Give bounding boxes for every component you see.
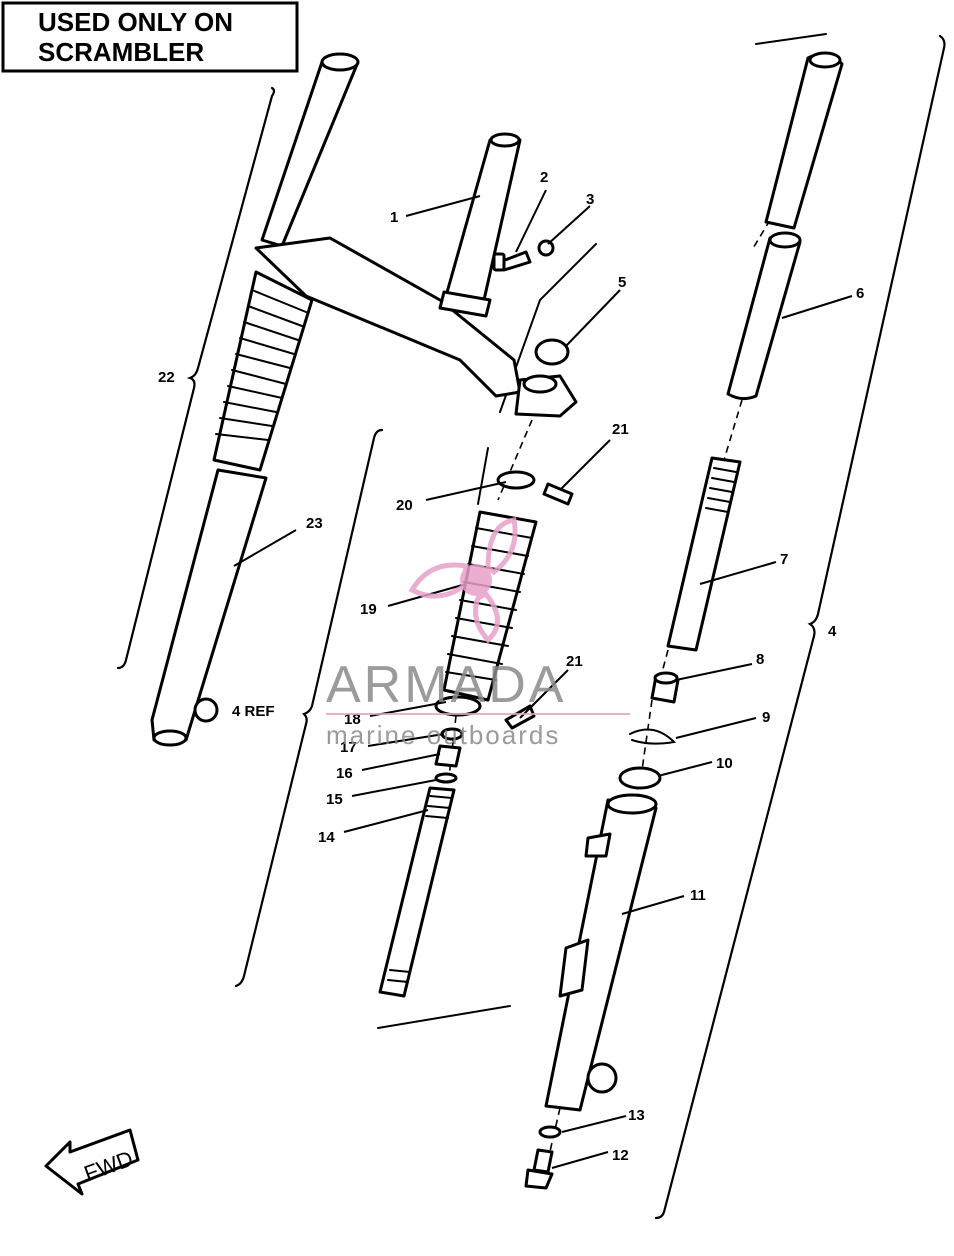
callout-22: 22 xyxy=(158,369,175,386)
bracket-4-ref xyxy=(234,428,384,988)
bracket-4 xyxy=(654,34,946,1220)
callout-5: 5 xyxy=(618,274,626,291)
steering-stem-top xyxy=(489,132,521,148)
copper-washer xyxy=(538,1125,562,1139)
screw-upper xyxy=(542,482,574,506)
note-line-2: SCRAMBLER xyxy=(38,37,204,67)
callout-21-lower: 21 xyxy=(566,653,583,670)
stem-collar xyxy=(438,290,492,318)
callout-4: 4 xyxy=(828,623,837,640)
centerline-right-leg-4 xyxy=(641,699,653,771)
centerline-right-leg-2 xyxy=(723,399,743,461)
oil-lock-piece-top xyxy=(653,671,679,685)
bracket-22 xyxy=(116,86,276,670)
watermark-tagline: marine outboards xyxy=(326,720,560,750)
left-fork-tube-top xyxy=(320,52,360,72)
inner-tube xyxy=(666,456,742,652)
left-boot-ribs xyxy=(215,289,307,441)
under-bracket xyxy=(254,132,522,398)
callout-3: 3 xyxy=(586,191,594,208)
callout-11: 11 xyxy=(690,887,706,904)
callout-8: 8 xyxy=(756,651,764,668)
callout-2: 2 xyxy=(540,169,548,186)
callout-9: 9 xyxy=(762,709,770,726)
drain-bolt-head xyxy=(524,1168,554,1190)
callout-23: 23 xyxy=(306,515,323,532)
left-fork-assembly xyxy=(150,52,360,747)
callout-16: 16 xyxy=(336,765,353,782)
callout-15: 15 xyxy=(326,791,343,808)
oil-seal xyxy=(618,766,662,790)
callout-20: 20 xyxy=(396,497,413,514)
fork-spring-cover xyxy=(726,231,802,401)
washer xyxy=(537,239,555,257)
collar xyxy=(434,744,462,768)
fwd-arrow: FWD xyxy=(44,1128,140,1196)
left-fork-tube xyxy=(260,54,360,248)
outer-tube xyxy=(544,793,658,1112)
bracket-4-bottom-leader xyxy=(377,1005,511,1029)
callout-14: 14 xyxy=(318,829,335,846)
circlip xyxy=(629,728,677,745)
callout-21-upper: 21 xyxy=(612,421,629,438)
callout-13: 13 xyxy=(628,1107,645,1124)
damper-rod xyxy=(378,786,456,998)
watermark-brand: ARMADA xyxy=(326,656,566,714)
right-upper-tube xyxy=(764,51,844,230)
left-axle-boss xyxy=(193,697,219,723)
callout-1: 1 xyxy=(390,209,398,226)
left-outer-tube-bottom xyxy=(152,729,188,747)
note-line-1: USED ONLY ON xyxy=(38,7,233,37)
callout-6: 6 xyxy=(856,285,864,302)
callout-18: 18 xyxy=(344,711,361,728)
rubber-cap xyxy=(534,338,570,366)
callout-4-ref: 4 REF xyxy=(232,703,275,720)
o-ring xyxy=(434,772,458,784)
steering-stem xyxy=(444,133,522,302)
cap-holder-top xyxy=(522,374,558,394)
armada-watermark: ARMADA marine outboards xyxy=(326,517,630,750)
callout-7: 7 xyxy=(780,551,788,568)
drain-bolt xyxy=(532,1148,554,1174)
pinch-bolt xyxy=(492,250,532,272)
bracket-4-top-leader xyxy=(755,33,827,45)
callout-19: 19 xyxy=(360,601,377,618)
callout-17: 17 xyxy=(340,739,357,756)
callout-10: 10 xyxy=(716,755,733,772)
propeller-logo-icon xyxy=(408,517,518,644)
centerline-right-leg xyxy=(751,219,771,251)
callout-12: 12 xyxy=(612,1147,629,1164)
scrambler-note: USED ONLY ON SCRAMBLER xyxy=(1,1,299,73)
